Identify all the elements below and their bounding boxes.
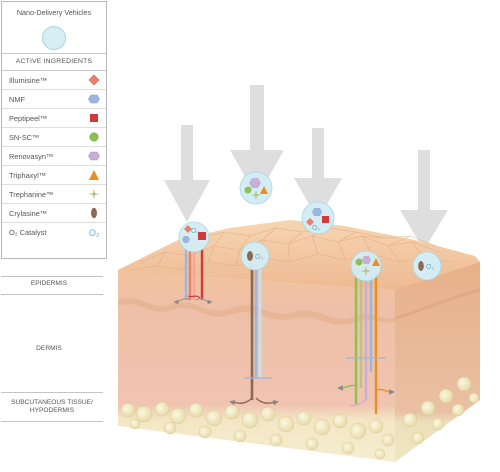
vehicle-floating bbox=[239, 171, 273, 205]
diamond-icon bbox=[88, 74, 100, 86]
triangle-icon bbox=[89, 170, 99, 180]
circle-icon bbox=[89, 132, 99, 142]
layer-divider bbox=[1, 294, 103, 295]
o2-label: O₂ bbox=[312, 225, 320, 232]
legend-item-renovasyn: Renovasyn™ bbox=[2, 147, 106, 166]
legend-item-peptipeel: Peptipeel™ bbox=[2, 109, 106, 128]
legend-item-o2-catalyst: O₂ Catalyst O₂ bbox=[2, 223, 106, 242]
delivery-path-center bbox=[229, 262, 279, 406]
layer-label-epidermis: EPIDERMIS bbox=[30, 280, 68, 287]
legend-section-title: ACTIVE INGREDIENTS bbox=[2, 54, 106, 71]
vehicle-surface-right bbox=[350, 250, 382, 282]
o2-label: O₂ bbox=[255, 254, 263, 261]
vehicle-surface-center: O₂ bbox=[240, 241, 270, 271]
o2-label: O₂ bbox=[426, 264, 434, 271]
delivery-path-left bbox=[173, 248, 213, 305]
vehicle-mid: O₂ bbox=[301, 201, 335, 235]
legend-item-triphaxyl: Triphaxyl™ bbox=[2, 166, 106, 185]
legend-item-label: Triphaxyl™ bbox=[9, 171, 47, 180]
legend-item-crylasine: Crylasine™ bbox=[2, 204, 106, 223]
big-arrow bbox=[400, 150, 448, 250]
layer-divider bbox=[1, 276, 103, 277]
legend-item-label: Trephanine™ bbox=[9, 190, 54, 199]
o2-label: O₂ bbox=[191, 228, 199, 235]
hexagon-icon bbox=[88, 94, 100, 104]
layer-label-subcutaneous: SUBCUTANEOUS TISSUE/ HYPODERMIS bbox=[11, 399, 93, 414]
layer-label-dermis: DERMIS bbox=[36, 345, 62, 352]
legend-item-nmf: NMF bbox=[2, 90, 106, 109]
hexagon-icon bbox=[88, 151, 100, 161]
vehicle-left: O₂ bbox=[178, 221, 210, 253]
legend-panel: Nano-Delivery Vehicles ACTIVE INGREDIENT… bbox=[1, 1, 107, 259]
layer-divider bbox=[1, 392, 103, 393]
delivery-path-right bbox=[337, 270, 395, 414]
layer-divider bbox=[1, 421, 103, 422]
legend-item-label: Illumisine™ bbox=[9, 76, 48, 85]
seed-icon bbox=[91, 207, 97, 219]
legend-item-label: SN-SC™ bbox=[9, 133, 40, 142]
big-arrow bbox=[164, 125, 210, 222]
fat-cells bbox=[120, 376, 480, 460]
o2-icon-label: O₂ bbox=[89, 228, 100, 238]
legend-item-sn-sc: SN-SC™ bbox=[2, 128, 106, 147]
star-icon bbox=[88, 188, 100, 200]
legend-item-illumisine: Illumisine™ bbox=[2, 71, 106, 90]
legend-item-label: Renovasyn™ bbox=[9, 152, 54, 161]
legend-item-label: O₂ Catalyst bbox=[9, 228, 47, 237]
o2-icon: O₂ bbox=[89, 228, 100, 238]
legend-header: Nano-Delivery Vehicles bbox=[2, 2, 106, 54]
legend-item-label: Crylasine™ bbox=[9, 209, 48, 218]
legend-item-label: NMF bbox=[9, 95, 26, 104]
big-arrow bbox=[294, 128, 342, 220]
legend-item-label: Peptipeel™ bbox=[9, 114, 48, 123]
nano-vehicle-icon bbox=[42, 26, 66, 50]
square-icon bbox=[90, 114, 98, 122]
vehicle-far-right: O₂ bbox=[412, 251, 442, 281]
legend-item-trephanine: Trephanine™ bbox=[2, 185, 106, 204]
legend-header-label: Nano-Delivery Vehicles bbox=[16, 8, 92, 17]
